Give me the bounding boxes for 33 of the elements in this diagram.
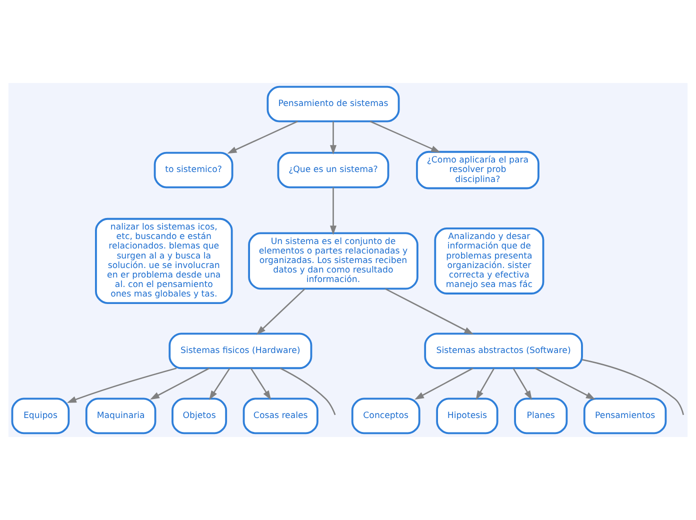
node-box: Analizando y desar información que de problemas presenta organización. sister correcta y efectiva manejo sea mas fác [434, 227, 544, 294]
arrow [534, 368, 596, 400]
node-box: Objetos [172, 398, 228, 434]
arrow [250, 368, 272, 400]
node-box: Conceptos [351, 398, 420, 434]
arrow [330, 122, 337, 154]
node-box: Hipotesis [436, 398, 498, 434]
node-box: nalizar los sistemas icos, etc, buscando e están relacionados. blemas que surgen al a y busca la solución. ue se involucran en er problema desde una al. con el pensamiento ones mas globales y tas. [95, 218, 233, 304]
node-box: Planes [514, 398, 568, 434]
arrow [150, 368, 210, 400]
node-box: Sistemas abstractos (Software) [424, 332, 583, 370]
node-box: Sistemas fisicos (Hardware) [168, 332, 312, 370]
connector [582, 359, 684, 416]
node-box: ¿Que es un sistema? [277, 152, 390, 188]
node-box: Cosas reales [242, 398, 318, 434]
node-box: Pensamientos [583, 398, 667, 434]
node-box: Un sistema es el conjunto de elementos o partes relacionadas y organizadas. Los sistemas reciben datos y dan como resultado información. [248, 232, 418, 290]
arrow [209, 368, 230, 400]
node-box: to sistemico? [154, 152, 234, 188]
arrow [227, 120, 298, 154]
arrow [256, 288, 306, 335]
connector [280, 368, 336, 416]
node-box: Equipos [11, 398, 70, 434]
arrow [370, 120, 441, 153]
arrow [512, 368, 532, 400]
node-box: ¿Como aplicaría el para resolver prob disciplina? [416, 150, 540, 190]
arrow [384, 288, 474, 334]
arrow [330, 187, 337, 235]
arrow [66, 368, 177, 403]
node-box: Pensamiento de sistemas [266, 86, 400, 122]
arrow [476, 368, 495, 400]
node-box: Maquinaria [85, 398, 156, 434]
arrow [414, 368, 474, 400]
